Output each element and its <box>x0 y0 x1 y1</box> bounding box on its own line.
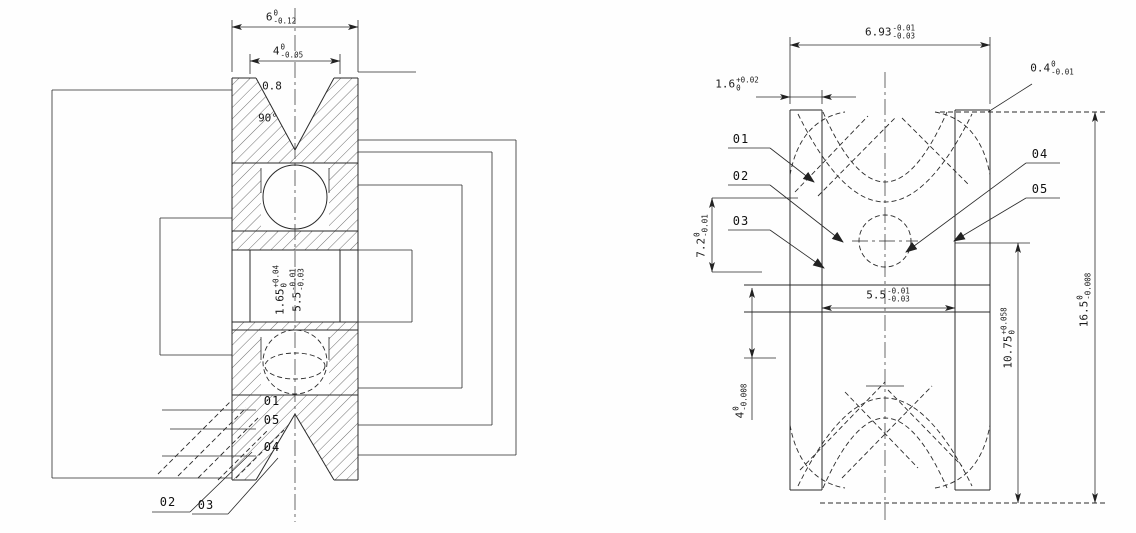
ball-bottom-hidden <box>262 329 328 395</box>
callout-04-left: 04 <box>263 440 281 454</box>
callout-01-right: 01 <box>732 132 750 146</box>
callout-02-right: 02 <box>732 169 750 183</box>
ball-hidden-right <box>858 214 912 268</box>
groove-curve-bottom-inner <box>822 417 948 489</box>
hatch-side <box>232 330 261 395</box>
hatch-top-band <box>232 78 358 163</box>
hatch-bottom-band <box>232 395 358 480</box>
ball-bottom-ellipse <box>264 352 326 380</box>
callout-05-right: 05 <box>1031 182 1049 196</box>
dim-chamfer: 0.4 0-0.01 <box>1030 59 1074 76</box>
dim-hub-height: 7.2 0-0.01 <box>692 214 710 258</box>
callout-03-left: 03 <box>197 498 215 512</box>
ball-top <box>262 164 328 230</box>
groove-curve-bottom-outer <box>797 397 973 487</box>
hatch-mid-upper <box>232 231 358 250</box>
dim-hub-width: 5.5 -0.01-0.03 <box>866 286 910 303</box>
groove-curve-top-inner <box>822 111 948 183</box>
groove-curve-top-outer <box>797 113 973 203</box>
dim-groove-width: 4 0-0.05 <box>272 42 304 59</box>
dim-bore-b: 5.5 -0.01-0.03 <box>288 268 306 312</box>
hatch-side <box>329 330 358 395</box>
hatch-side <box>329 163 358 231</box>
groove-angle-note: 90° <box>258 111 278 125</box>
dim-total-width: 6.93 -0.01-0.03 <box>864 23 916 40</box>
callout-03-right: 03 <box>732 214 750 228</box>
left-view <box>51 8 517 522</box>
dim-outer-width: 6 0-0.12 <box>265 8 297 25</box>
hatch-side <box>232 163 261 231</box>
surface-finish-note: 0.8 <box>262 79 282 93</box>
dim-bore-depth: 4 0-0.008 <box>731 383 749 419</box>
dim-outer-dia: 16.5 0-0.008 <box>1075 272 1093 328</box>
callout-05-left: 05 <box>263 413 281 427</box>
right-view <box>709 37 1106 524</box>
callout-04-right: 04 <box>1031 147 1049 161</box>
hatch-mid-lower <box>232 322 358 330</box>
leader-chamfer <box>987 83 1033 113</box>
callout-01-left: 01 <box>263 394 281 408</box>
callout-02-left: 02 <box>159 495 177 509</box>
